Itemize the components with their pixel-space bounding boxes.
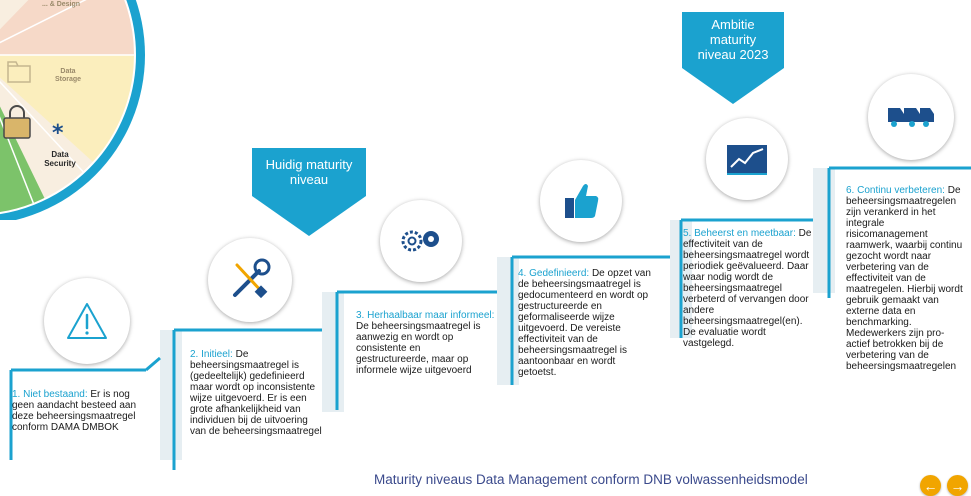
previous-button[interactable]: ← (920, 475, 941, 496)
svg-text:*: * (52, 121, 64, 146)
step-3-title: 3. Herhaalbaar maar informeel: (356, 310, 495, 321)
data-management-wheel: * ... & Design Data Storage Data Securit… (0, 0, 175, 224)
step-4-body: De opzet van de beheersingsmaatregel is … (518, 268, 651, 378)
gears-icon (401, 230, 439, 252)
step-3-body: De beheersingsmaatregel is aanwezig en w… (356, 321, 481, 376)
thumbs-up-icon (565, 184, 599, 218)
step-6-text: 6. Continu verbeteren: De beheersingsmaa… (846, 185, 968, 372)
wheel-label-design: ... & Design (41, 1, 81, 8)
wheel-graphic: * (0, 0, 145, 224)
arrow-left-icon: ← (923, 477, 938, 494)
step-6-title: 6. Continu verbeteren: (846, 185, 945, 196)
step-2-title: 2. Initieel: (190, 349, 233, 360)
ambition-maturity-label: Ambitie maturity niveau 2023 (697, 17, 769, 62)
step-1-title: 1. Niet bestaand: (12, 389, 88, 400)
warning-triangle-icon (67, 303, 107, 339)
line-chart-icon (727, 145, 767, 175)
step-6-icon-circle (868, 74, 954, 160)
step-4-icon-circle (540, 160, 622, 242)
arrow-right-icon: → (950, 477, 965, 494)
step-3-text: 3. Herhaalbaar maar informeel: De beheer… (356, 310, 496, 376)
ambition-maturity-callout: Ambitie maturity niveau 2023 (682, 12, 784, 104)
trucks-icon (888, 108, 934, 127)
slide-title: Maturity niveaus Data Management conform… (374, 472, 808, 487)
callout-arrow-shape (682, 12, 784, 104)
step-4-title: 4. Gedefinieerd: (518, 268, 590, 279)
step-shadow (160, 330, 182, 460)
step-5-text: 5. Beheerst en meetbaar: De effectivitei… (683, 228, 813, 349)
current-maturity-label: Huidig maturity niveau (265, 157, 353, 187)
step-3-icon-circle (380, 200, 462, 282)
step-1-body: Er is nog geen aandacht besteed aan deze… (12, 389, 136, 433)
next-button[interactable]: → (947, 475, 968, 496)
tools-icon (233, 258, 271, 299)
step-1-text: 1. Niet bestaand: Er is nog geen aandach… (12, 389, 152, 433)
wheel-label-data-security: Data Security (44, 150, 76, 168)
step-6-body: De beheersingsmaatregelen zijn verankerd… (846, 185, 963, 372)
step-2-icon-circle (208, 238, 292, 322)
callout-arrow-shape (252, 148, 366, 236)
current-maturity-callout: Huidig maturity niveau (252, 148, 366, 236)
wheel-label-data-storage: Data Storage (54, 68, 82, 83)
step-5-body: De effectiviteit van de beheersingsmaatr… (683, 228, 812, 349)
step-2-body: De beheersingsmaatregel is (gedeeltelijk… (190, 349, 322, 437)
step-5-icon-circle (706, 118, 788, 200)
step-4-text: 4. Gedefinieerd: De opzet van de beheers… (518, 268, 656, 378)
step-2-text: 2. Initieel: De beheersingsmaatregel is … (190, 349, 322, 437)
step-1-icon-circle (44, 278, 130, 364)
step-5-title: 5. Beheerst en meetbaar: (683, 228, 796, 239)
